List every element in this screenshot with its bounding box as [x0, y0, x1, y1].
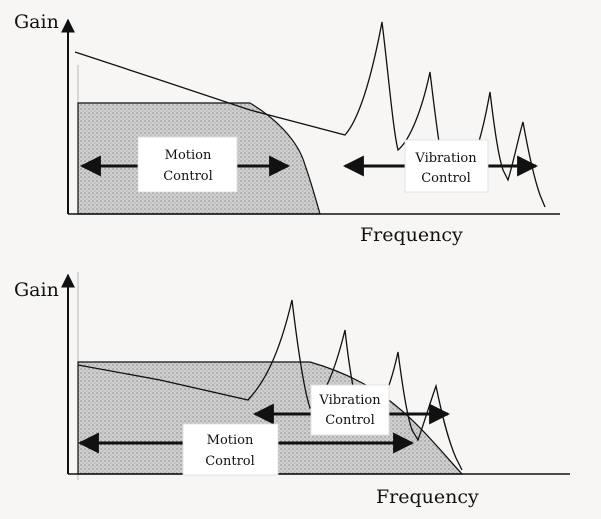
bottom-vibration-box: [310, 384, 390, 436]
bottom-motion-label-2: Control: [205, 454, 255, 469]
bottom-vibration-label-1: Vibration: [318, 393, 381, 408]
top-vibration-label-2: Control: [421, 171, 471, 186]
bottom-y-axis-label: Gain: [14, 279, 59, 301]
top-y-axis-label: Gain: [14, 11, 59, 33]
top-motion-label-2: Control: [163, 169, 213, 184]
bottom-x-axis-label: Frequency: [376, 486, 479, 508]
panel-bottom: Vibration Control Motion Control Gain Fr…: [14, 272, 570, 508]
top-motion-label-1: Motion: [165, 148, 212, 163]
top-motion-box: [137, 136, 238, 193]
bottom-motion-label-1: Motion: [207, 433, 254, 448]
bottom-vibration-label-2: Control: [325, 413, 375, 428]
bottom-motion-box: [182, 423, 279, 476]
top-vibration-label-1: Vibration: [414, 151, 477, 166]
top-vibration-box: [404, 139, 489, 193]
top-x-axis-label: Frequency: [360, 224, 463, 246]
panel-top: Motion Control Vibration Control Gain Fr…: [14, 11, 560, 246]
top-gain-curve: [74, 21, 546, 208]
